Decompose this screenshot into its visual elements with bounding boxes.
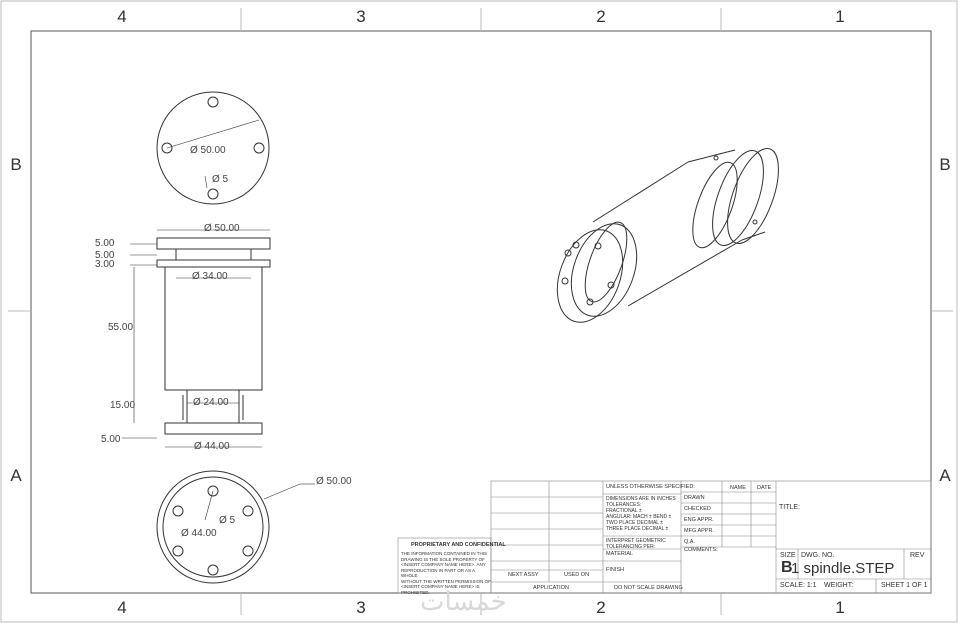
dim-height-5: 15.00 (110, 400, 136, 411)
dim-height-3: 3.00 (95, 259, 115, 270)
dim-bottom-hole: Ø 5 (219, 515, 236, 526)
bottom-view (156, 470, 315, 584)
dim-height-4: 55.00 (108, 322, 134, 333)
sheet-label: SHEET 1 OF 1 (881, 582, 928, 589)
zone-col-3-top: 3 (356, 7, 366, 26)
interpret-note: INTERPRET GEOMETRIC TOLERANCING PER: (606, 538, 666, 550)
proprietary-title: PROPRIETARY AND CONFIDENTIAL (411, 542, 506, 548)
dwg-no: 1 spindle.STEP (791, 560, 895, 577)
zone-col-2-bottom: 2 (596, 598, 606, 617)
zone-row-b-right: B (939, 155, 951, 174)
dim-front-top-width: Ø 50.00 (204, 223, 240, 234)
title-label: TITLE: (779, 504, 801, 511)
zone-row-b-left: B (10, 155, 22, 174)
next-assy-label: NEXT ASSY (508, 572, 539, 578)
size-value: B (781, 559, 793, 576)
zone-row-a-left: A (10, 466, 22, 485)
dimensions-note: DIMENSIONS ARE IN INCHES TOLERANCES: FRA… (606, 496, 676, 532)
dim-front-base-width: Ø 44.00 (194, 441, 230, 452)
role-eng-appr: ENG APPR. (684, 517, 714, 523)
dim-height-2: 5.00 (95, 250, 115, 261)
finish-label: FINISH (606, 567, 625, 573)
zone-col-3-bottom: 3 (356, 598, 366, 617)
role-mfg-appr: MFG APPR. (684, 528, 714, 534)
rev-label: REV (910, 552, 925, 559)
dim-bottom-bolt-circle: Ø 44.00 (181, 528, 217, 539)
role-checked: CHECKED (684, 506, 711, 512)
dim-bottom-outer: Ø 50.00 (316, 476, 352, 487)
zone-row-a-right: A (939, 466, 951, 485)
zone-col-4-top: 4 (117, 7, 127, 26)
date-header: DATE (757, 485, 772, 491)
application-label: APPLICATION (533, 585, 569, 591)
material-label: MATERIAL (606, 551, 634, 557)
scale-label: SCALE: 1:1 (780, 582, 817, 589)
watermark: خمسات (420, 586, 507, 616)
size-label: SIZE (780, 552, 796, 559)
unless-specified: UNLESS OTHERWISE SPECIFIED: (606, 484, 695, 490)
zone-col-1-top: 1 (835, 7, 845, 26)
front-view (122, 229, 271, 448)
role-drawn: DRAWN (684, 495, 705, 501)
dim-front-neck-diameter: Ø 24.00 (193, 397, 229, 408)
role-comments: COMMENTS: (684, 547, 718, 553)
dwg-no-label: DWG. NO. (801, 552, 835, 559)
dim-height-6: 5.00 (101, 434, 121, 445)
proprietary-text: THE INFORMATION CONTAINED IN THIS DRAWIN… (401, 551, 491, 595)
dim-top-hole: Ø 5 (212, 174, 229, 185)
name-header: NAME (730, 485, 746, 491)
used-on-label: USED ON (564, 572, 590, 578)
zone-col-1-bottom: 1 (835, 598, 845, 617)
zone-col-2-top: 2 (596, 7, 606, 26)
weight-label: WEIGHT: (824, 582, 854, 589)
title-block (397, 480, 932, 594)
dim-front-body-diameter: Ø 34.00 (192, 271, 228, 282)
role-qa: Q.A. (684, 539, 696, 545)
top-view (156, 91, 270, 205)
isometric-view (556, 148, 779, 323)
dim-height-1: 5.00 (95, 238, 115, 249)
zone-col-4-bottom: 4 (117, 598, 127, 617)
do-not-scale: DO NOT SCALE DRAWING (614, 585, 683, 591)
dim-top-bolt-circle: Ø 50.00 (190, 145, 226, 156)
